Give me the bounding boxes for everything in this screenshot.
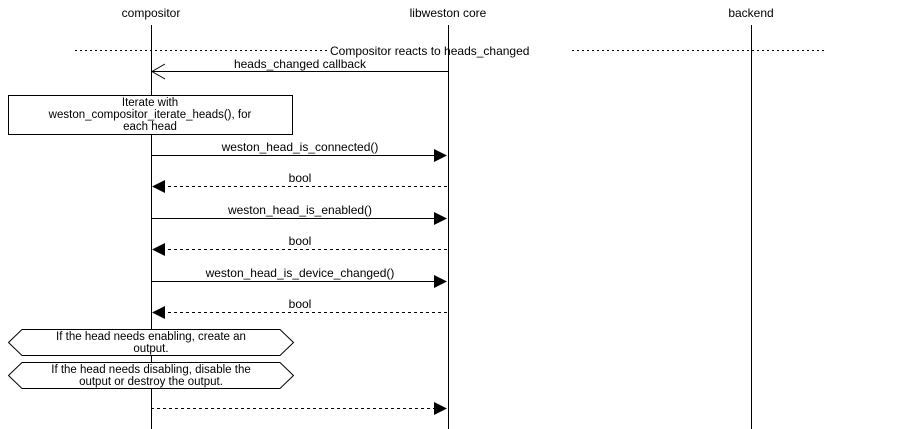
divider-label: Compositor reacts to heads_changed (330, 44, 529, 58)
message-final-return[interactable] (151, 402, 447, 415)
lifeline-compositor[interactable]: compositor (122, 6, 181, 429)
lifeline-label-backend: backend (728, 6, 773, 20)
lifeline-backend[interactable]: backend (728, 6, 774, 429)
message-weston-head-is-device-changed[interactable]: weston_head_is_device_changed() (151, 266, 447, 288)
note-disable-head-condition: If the head needs disabling, disable the… (7, 362, 295, 389)
message-label-bool-return-connected: bool (289, 171, 312, 185)
note-line-enable-head-condition-1: output. (133, 343, 168, 355)
lifeline-label-libweston-core: libweston core (410, 6, 487, 20)
note-line-iterate-heads-2: each head (123, 121, 177, 133)
note-hexagon-enable-head-condition (7, 329, 295, 356)
arrowhead-filled-icon-bool-return-device-changed (152, 306, 165, 319)
note-iterate-heads: Iterate with weston_compositor_iterate_h… (8, 95, 293, 135)
note-line-disable-head-condition-1: output or destroy the output. (79, 376, 223, 388)
message-label-weston-head-is-enabled: weston_head_is_enabled() (227, 203, 372, 217)
arrowhead-filled-icon-weston-head-is-connected (434, 149, 447, 162)
lifeline-libweston-core[interactable]: libweston core (410, 6, 487, 429)
arrowhead-open-icon-heads-changed-callback (150, 63, 166, 80)
divider-compositor-reacts: Compositor reacts to heads_changed (75, 44, 825, 58)
message-heads-changed-callback[interactable]: heads_changed callback (150, 57, 448, 80)
message-bool-return-enabled[interactable]: bool (152, 234, 448, 256)
message-label-weston-head-is-connected: weston_head_is_connected() (221, 140, 379, 154)
arrowhead-filled-icon-weston-head-is-enabled (434, 212, 447, 225)
message-label-heads-changed-callback: heads_changed callback (234, 57, 367, 71)
message-label-bool-return-device-changed: bool (289, 297, 312, 311)
arrowhead-filled-icon-bool-return-enabled (152, 243, 165, 256)
message-weston-head-is-enabled[interactable]: weston_head_is_enabled() (151, 203, 447, 225)
message-label-bool-return-enabled: bool (289, 234, 312, 248)
note-hexagon-disable-head-condition (7, 362, 295, 389)
note-line-iterate-heads-0: Iterate with (122, 97, 178, 109)
note-line-enable-head-condition-0: If the head needs enabling, create an (56, 331, 246, 343)
arrowhead-filled-icon-bool-return-connected (152, 180, 165, 193)
note-enable-head-condition: If the head needs enabling, create an ou… (7, 329, 295, 356)
note-line-iterate-heads-1: weston_compositor_iterate_heads(), for (48, 109, 252, 121)
message-bool-return-connected[interactable]: bool (152, 171, 448, 193)
message-bool-return-device-changed[interactable]: bool (152, 297, 448, 319)
arrowhead-filled-icon-final-return (434, 402, 447, 415)
lifelines-group: compositor libweston core backend (122, 6, 774, 429)
note-box-iterate-heads (8, 95, 293, 135)
message-weston-head-is-connected[interactable]: weston_head_is_connected() (151, 140, 447, 162)
message-label-weston-head-is-device-changed: weston_head_is_device_changed() (205, 266, 395, 280)
note-line-disable-head-condition-0: If the head needs disabling, disable the (51, 364, 250, 376)
arrowhead-filled-icon-weston-head-is-device-changed (434, 275, 447, 288)
lifeline-label-compositor: compositor (122, 6, 181, 20)
